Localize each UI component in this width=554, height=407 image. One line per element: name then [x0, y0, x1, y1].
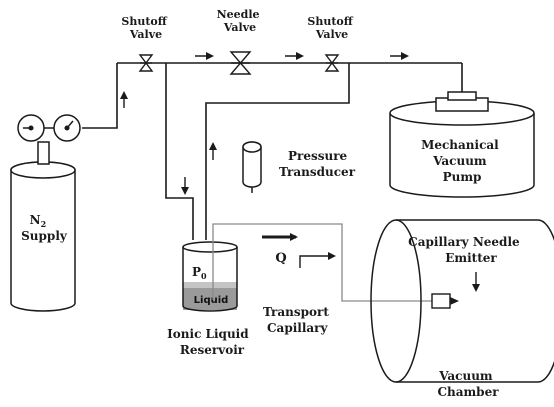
reservoir-liquid-surface — [183, 282, 237, 288]
shutoff-valve-left-icon — [138, 54, 154, 72]
vacuum-chamber-label: Vacuum Chamber — [437, 369, 499, 399]
reservoir-beaker-icon — [182, 241, 238, 312]
needle-valve-label: Needle Valve — [217, 8, 264, 34]
transport-capillary-pointer — [299, 252, 336, 268]
regulator-gauges-icon — [17, 114, 81, 142]
n2-supply-label: N2 Supply — [21, 213, 68, 243]
n2-cylinder-icon — [10, 141, 76, 312]
vacuum-pump-icon — [389, 91, 535, 198]
shutoff-valve-left-label: Shutoff Valve — [121, 15, 170, 41]
vent-line — [205, 63, 350, 240]
pressure-transducer-label: Pressure Transducer — [279, 149, 356, 179]
transport-capillary-label: Transport Capillary — [263, 305, 333, 335]
needle-valve-icon — [229, 51, 252, 75]
pressurize-line — [165, 63, 194, 240]
gas-plumbing — [82, 62, 463, 240]
reservoir-label: Ionic Liquid Reservoir — [167, 327, 253, 357]
reservoir-pressure-label: P0 — [192, 265, 207, 281]
flow-q-label: Q — [275, 251, 286, 266]
flow-arrows — [120, 52, 409, 195]
capillary-needle-emitter-icon — [431, 293, 459, 309]
pressure-transducer-icon — [242, 141, 262, 193]
shutoff-valve-right-label: Shutoff Valve — [307, 15, 356, 41]
liquid-label: Liquid — [194, 295, 229, 306]
vacuum-chamber-icon — [370, 219, 554, 383]
supply-line — [82, 63, 118, 129]
vacuum-pump-label: Mechanical Vacuum Pump — [421, 138, 503, 184]
transport-capillary-line — [212, 223, 432, 302]
emitter-label: Capillary Needle Emitter — [408, 235, 524, 265]
shutoff-valve-right-icon — [324, 54, 340, 72]
